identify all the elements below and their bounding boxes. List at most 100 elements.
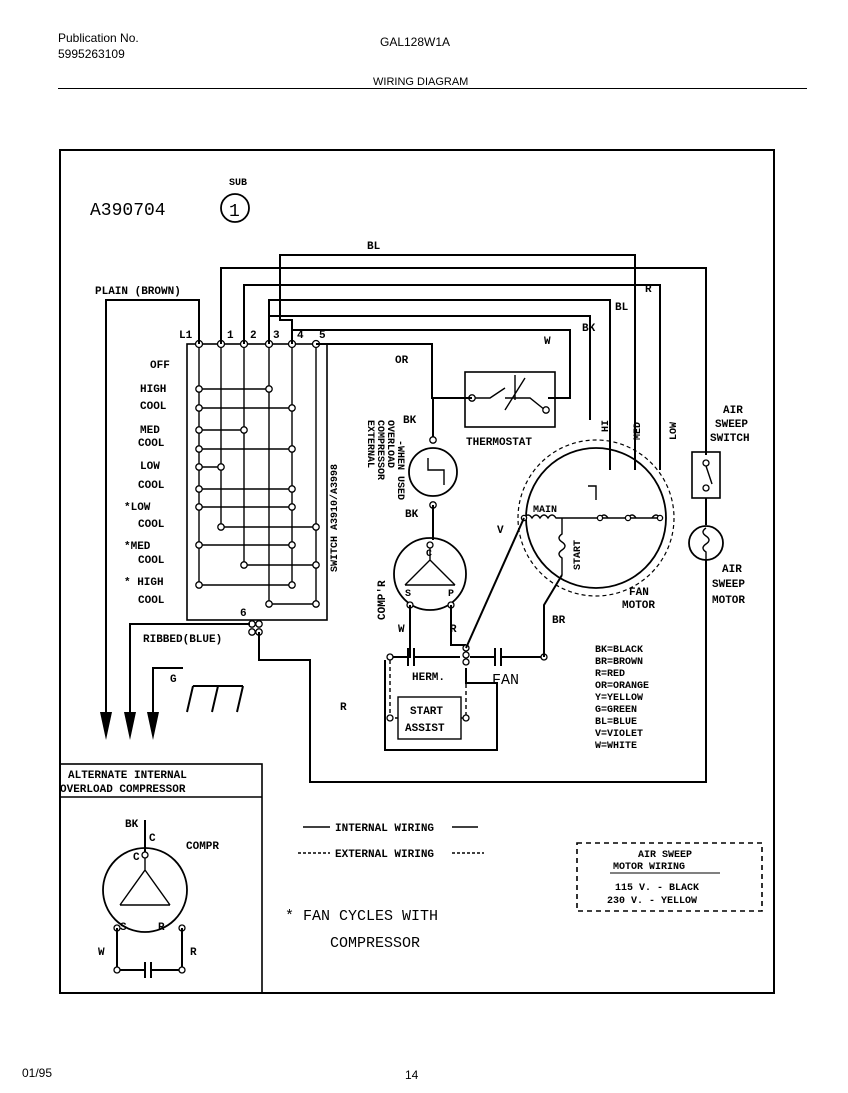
- compressor-s: S: [405, 589, 411, 600]
- fan-motor-main: MAIN: [533, 505, 557, 516]
- fan-note-line1: * FAN CYCLES WITH: [285, 908, 438, 925]
- terminal-1-label: 1: [227, 330, 234, 342]
- wire-r-top: [243, 284, 661, 470]
- thermostat-sensor: [504, 375, 526, 411]
- overload-label-4: -WHEN USED: [394, 440, 405, 500]
- air-sweep-wiring-4: 230 V. - YELLOW: [607, 896, 697, 907]
- ground-arrow: [147, 712, 159, 740]
- air-sweep-wiring-3: 115 V. - BLACK: [615, 883, 699, 894]
- terminal-3-label: 3: [273, 330, 280, 342]
- switch-pos-high: HIGH: [140, 384, 166, 396]
- alternate-compressor-box: [59, 763, 263, 994]
- legend-or: OR=ORANGE: [595, 681, 649, 692]
- thermostat-box: [464, 371, 556, 428]
- wire-r-comp-label: R: [450, 624, 457, 636]
- wire-r-bottom: [258, 560, 707, 783]
- overload-element: [427, 458, 445, 485]
- legend-internal-wiring: INTERNAL WIRING: [335, 823, 434, 835]
- wire-w-comp-label: W: [398, 624, 405, 636]
- legend-g: G=GREEN: [595, 705, 637, 716]
- alt-box-windings: [119, 855, 171, 906]
- drawing-number: A390704: [90, 201, 166, 221]
- switch-contact-matrix: [198, 344, 317, 605]
- compressor-windings: [404, 545, 456, 586]
- switch-pos-med: MED: [140, 425, 160, 437]
- wire-bl-top: [279, 254, 636, 470]
- plain-brown-label: PLAIN (BROWN): [95, 286, 181, 298]
- publication-number: 5995263109: [58, 47, 125, 61]
- wire-bl-top-label: BL: [367, 241, 381, 253]
- legend-bl: BL=BLUE: [595, 717, 637, 728]
- alt-box-compr: COMPR: [186, 841, 219, 853]
- section-title: WIRING DIAGRAM: [373, 76, 469, 88]
- wire-or-thermostat: [316, 343, 470, 399]
- external-overload: [408, 447, 458, 497]
- overload-label-1: EXTERNAL: [364, 420, 375, 468]
- legend-w: W=WHITE: [595, 741, 637, 752]
- wire-comp-p: [450, 605, 466, 646]
- plain-arrow: [100, 712, 112, 740]
- capacitor-herm-label: HERM.: [412, 672, 445, 684]
- wire-l1-to-sweep: [220, 267, 707, 455]
- switch-label: SWITCH A3910/A3998: [329, 464, 341, 572]
- wire-r-bottom-label: R: [340, 702, 347, 714]
- fan-speed-med: MED: [633, 422, 644, 440]
- fan-main-winding: [523, 514, 660, 520]
- alt-box-title-2: OVERLOAD COMPRESSOR: [60, 784, 186, 796]
- capacitor-fan-label: FAN: [492, 672, 519, 689]
- wire-or-label: OR: [395, 355, 409, 367]
- fan-motor-label-1: FAN: [629, 587, 649, 599]
- terminal-5-label: 5: [319, 330, 326, 342]
- fan-start-winding: [558, 518, 566, 575]
- publication-label: Publication No.: [58, 31, 139, 45]
- air-sweep-motor-2: SWEEP: [712, 579, 745, 591]
- diagram-frame: [59, 149, 775, 994]
- legend-y: Y=YELLOW: [595, 693, 643, 704]
- wire-thermostat-to-overload: [432, 397, 472, 440]
- compressor-label: COMP'R: [377, 580, 389, 620]
- air-sweep-motor-3: MOTOR: [712, 595, 745, 607]
- switch-pos-med-cool: COOL: [138, 438, 165, 450]
- ground-wire: [152, 667, 183, 712]
- terminal-2-label: 2: [250, 330, 257, 342]
- alt-box-capacitor: [116, 928, 183, 978]
- wire-bl-fan-label: BL: [615, 302, 629, 314]
- switch-pos-fan-med: *MED: [124, 541, 151, 553]
- terminal-4-label: 4: [297, 330, 304, 342]
- overload-label-3: OVERLOAD: [384, 420, 395, 468]
- wire-v-label: V: [497, 525, 504, 537]
- switch-contact-points: [195, 385, 320, 608]
- wire-bk-comp-label: BK: [405, 509, 419, 521]
- fan-motor-start: START: [573, 540, 584, 570]
- legend-r: R=RED: [595, 669, 625, 680]
- wire-bk-label: BK: [582, 323, 596, 335]
- alt-box-s: S: [120, 922, 127, 934]
- alt-box-bk: BK: [125, 819, 139, 831]
- switch-pos-fan-high-cool: COOL: [138, 595, 165, 607]
- wire-bl-fan: [268, 299, 611, 470]
- ground-symbol: [186, 685, 244, 713]
- header-rule: [58, 88, 807, 89]
- wire-cap-to-r-loop: [384, 660, 498, 751]
- switch-pos-high-cool: COOL: [140, 401, 167, 413]
- switch-pos-fan-med-cool: COOL: [138, 555, 165, 567]
- compressor-c: C: [426, 549, 432, 560]
- footer-date: 01/95: [22, 1066, 53, 1080]
- switch-pos-fan-low: *LOW: [124, 502, 151, 514]
- switch-pos-low-cool: COOL: [138, 480, 165, 492]
- wire-w-label: W: [544, 336, 551, 348]
- compressor-body: [393, 537, 467, 611]
- wire-r-label: R: [645, 284, 652, 296]
- alt-box-w: W: [98, 947, 105, 959]
- air-sweep-wiring-1: AIR SWEEP: [638, 850, 692, 861]
- switch-pos-fan-low-cool: COOL: [138, 519, 165, 531]
- ground-label: G: [170, 674, 177, 686]
- fan-note-line2: COMPRESSOR: [330, 935, 420, 952]
- air-sweep-wiring-2: MOTOR WIRING: [613, 862, 685, 873]
- alt-box-c-top: C: [149, 833, 156, 845]
- alt-box-title-1: ALTERNATE INTERNAL: [68, 770, 187, 782]
- legend-v: V=VIOLET: [595, 729, 643, 740]
- wire-w-thermostat: [291, 329, 571, 399]
- legend-br: BR=BROWN: [595, 657, 643, 668]
